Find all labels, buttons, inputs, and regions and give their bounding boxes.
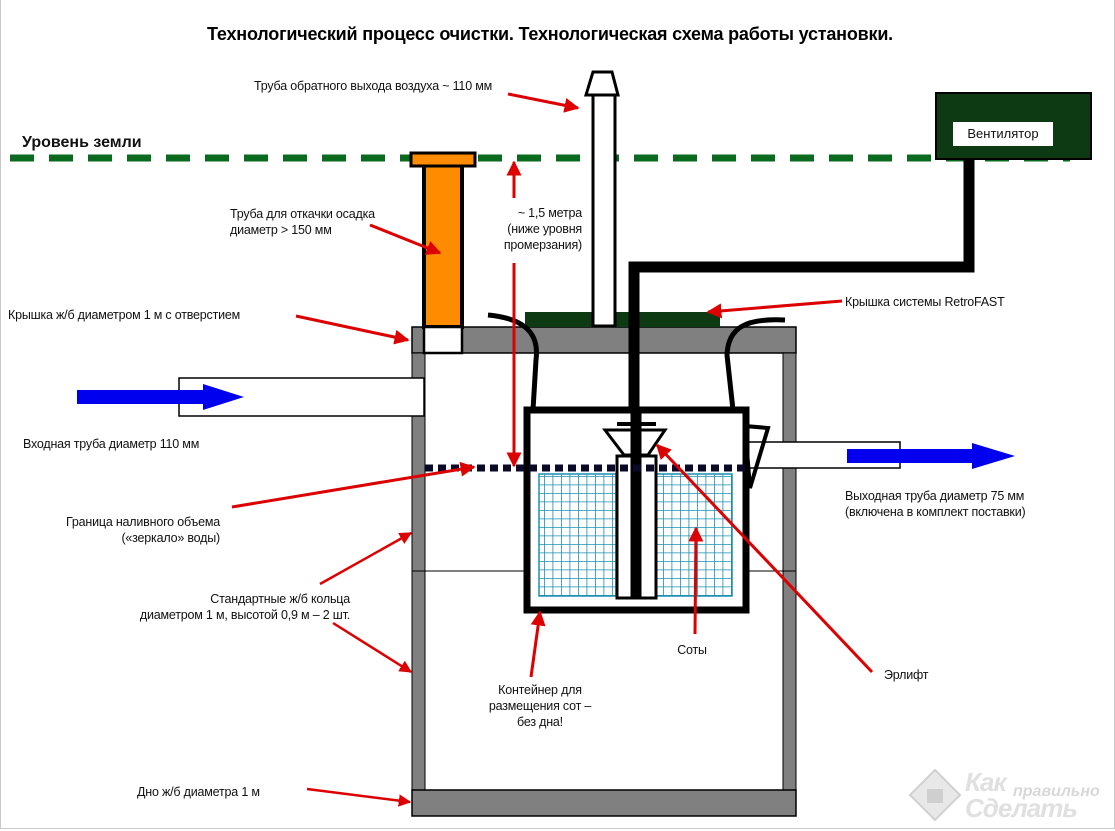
- well-wall-right: [782, 352, 797, 794]
- outlet-pipe-label-line2: (включена в комплект поставки): [845, 505, 1026, 519]
- outlet-flow-arrow: [847, 443, 1015, 469]
- sludge-pipe-label-line1: Труба для откачки осадка: [230, 207, 375, 221]
- inlet-flow-arrow: [77, 384, 244, 410]
- watermark-line1: Как: [965, 767, 1007, 797]
- sludge-pipe-body: [422, 163, 464, 329]
- air-return-pipe-cap: [583, 70, 620, 97]
- arrow-airlift: [655, 443, 874, 674]
- cells-block-left: [538, 473, 617, 597]
- rings-label-line2: диаметром 1 м, высотой 0,9 м – 2 шт.: [139, 608, 350, 622]
- house-logo-icon: [908, 768, 962, 822]
- container-label-line3: без дна!: [517, 715, 563, 729]
- arrow-sludge-pipe: [369, 223, 442, 255]
- arrow-water-level: [231, 461, 476, 509]
- arrow-air-pipe: [507, 92, 580, 113]
- air-return-pipe: [591, 93, 617, 328]
- air-pipe-label: Труба обратного выхода воздуха ~ 110 мм: [254, 79, 493, 93]
- sludge-pipe-label-line2: диаметр > 150 мм: [230, 223, 332, 237]
- bottom-label: Дно ж/б диаметра 1 м: [137, 785, 260, 799]
- sludge-pipe-cap: [409, 151, 477, 168]
- water-level-label-line1: Граница наливного объема: [66, 515, 220, 529]
- arrow-rings-upper: [319, 531, 413, 586]
- arrow-container: [529, 610, 546, 678]
- arrow-bottom: [306, 787, 412, 807]
- well-wall-left: [411, 352, 426, 794]
- diagram-title: Технологический процесс очистки. Техноло…: [206, 24, 893, 44]
- cells-block-right: [655, 473, 733, 597]
- sludge-pipe-through-cover: [422, 325, 464, 355]
- water-level-label-line2: («зеркало» воды): [121, 531, 220, 545]
- arrow-cover: [295, 314, 410, 345]
- container-hook-left: [487, 312, 539, 411]
- depth-label-line3: промерзания): [503, 238, 582, 252]
- watermark-line2: правильно: [1013, 783, 1100, 800]
- watermark-line3: Сделать: [965, 793, 1078, 823]
- airlift-label: Эрлифт: [884, 668, 929, 682]
- ground-level-label: Уровень земли: [22, 134, 142, 151]
- depth-label-line1: ~ 1,5 метра: [517, 206, 582, 220]
- inlet-pipe-label: Входная труба диаметр 110 мм: [23, 437, 200, 451]
- arrow-rings-lower: [332, 621, 413, 674]
- arrow-retrofast-cover: [706, 299, 843, 319]
- fan-label: Вентилятор: [953, 122, 1053, 146]
- well-bottom: [411, 789, 797, 817]
- outlet-pipe-label-line1: Выходная труба диаметр 75 мм: [845, 489, 1025, 503]
- container-label-line1: Контейнер для: [498, 683, 582, 697]
- retrofast-cover-label: Крышка системы RetroFAST: [845, 295, 1005, 309]
- depth-label-line2: (ниже уровня: [507, 222, 582, 236]
- container-label-line2: размещения сот –: [488, 699, 592, 713]
- retrofast-cover: [525, 312, 720, 327]
- container-hook-right: [724, 317, 786, 411]
- cells-label: Соты: [677, 643, 707, 657]
- rings-label-line1: Стандартные ж/б кольца: [210, 592, 350, 606]
- watermark-logo: Как правильно Сделать: [905, 765, 1105, 825]
- arrow-cells: [688, 526, 704, 635]
- cover-label: Крышка ж/б диаметром 1 м с отверстием: [8, 308, 241, 322]
